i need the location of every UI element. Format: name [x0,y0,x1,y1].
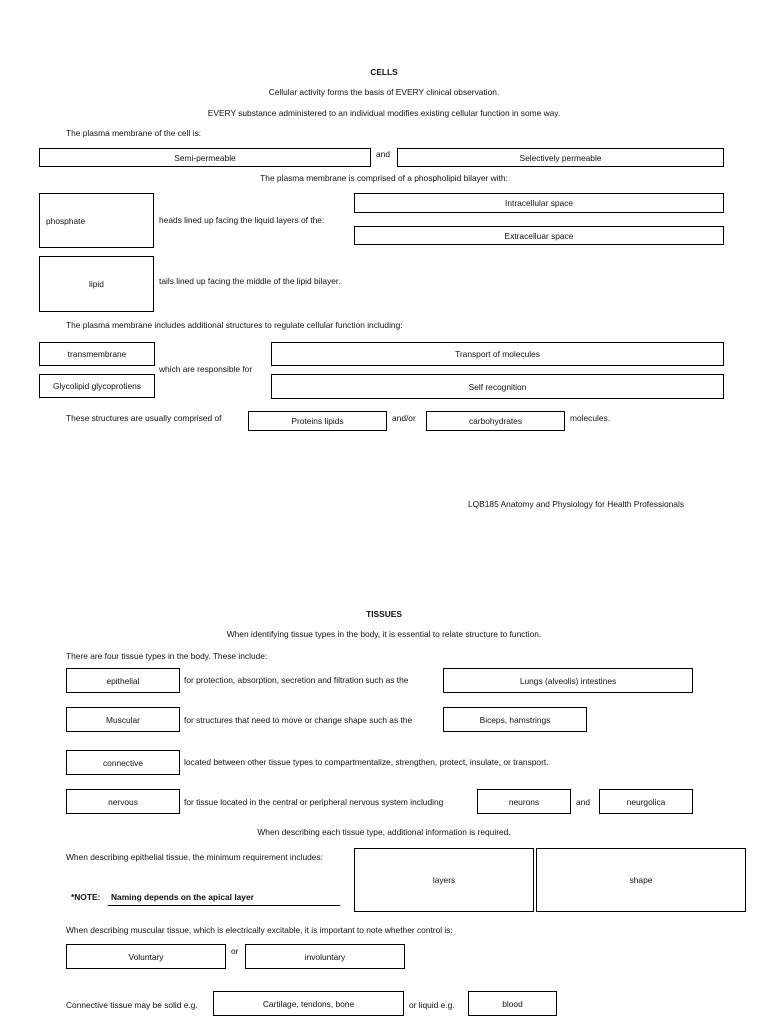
tails-text: tails lined up facing the middle of the … [159,276,341,286]
head-group-field[interactable]: phosphate [39,193,154,248]
epithelial-requirement-1-field[interactable]: layers [354,848,534,912]
tissue-4-text: for tissue located in the central or per… [184,797,444,807]
tissue-type-3-field[interactable]: connective [66,750,180,775]
epithelial-question: When describing epithelial tissue, the m… [66,852,323,862]
tail-group-field[interactable]: lipid [39,256,154,312]
or-label: or [231,946,239,956]
andor-label: and/or [392,413,416,423]
control-2-field[interactable]: involuntary [245,944,405,969]
membrane-question: The plasma membrane of the cell is: [66,128,201,138]
structure-2-field[interactable]: Glycolipid glycoprotiens [39,374,155,398]
liquid-question: or liquid e.g. [409,1000,455,1010]
tissue-2-example-field[interactable]: Biceps, hamstrings [443,707,587,732]
function-2-field[interactable]: Self recognition [271,374,724,399]
comprised-question: These structures are usually comprised o… [66,413,222,423]
muscular-question: When describing muscular tissue, which i… [66,925,453,935]
bilayer-question: The plasma membrane is comprised of a ph… [260,173,508,183]
tissue-4-and-label: and [576,797,590,807]
heads-text: heads lined up facing the liquid layers … [159,215,325,225]
note-label: *NOTE: [71,892,101,902]
tissues-intro: When identifying tissue types in the bod… [226,629,542,639]
note-text: Naming depends on the apical layer [111,892,254,902]
four-types-question: There are four tissue types in the body.… [66,651,268,661]
extracellular-space-field[interactable]: Extracelluar space [354,226,724,245]
liquid-example-field[interactable]: blood [468,991,557,1016]
tissue-1-example-field[interactable]: Lungs (alveolis) intestines [443,668,693,693]
tissue-4-example-1-field[interactable]: neurons [477,789,571,814]
epithelial-requirement-2-field[interactable]: shape [536,848,746,912]
responsible-text: which are responsible for [159,364,253,374]
molecules-label: molecules. [570,413,611,423]
membrane-property-2-field[interactable]: Selectively permeable [397,148,724,167]
describe-text: When describing each tissue type, additi… [257,827,511,837]
tissue-3-text: located between other tissue types to co… [184,757,549,767]
intracellular-space-field[interactable]: Intracellular space [354,193,724,213]
tissue-type-2-field[interactable]: Muscular [66,707,180,732]
cells-intro-2: EVERY substance administered to an indiv… [207,108,561,118]
cells-title: CELLS [370,67,398,77]
control-1-field[interactable]: Voluntary [66,944,226,969]
tissue-type-4-field[interactable]: nervous [66,789,180,814]
cells-intro-1: Cellular activity forms the basis of EVE… [268,87,500,97]
note-underline [108,905,340,906]
structure-1-field[interactable]: transmembrane [39,342,155,366]
structures-question: The plasma membrane includes additional … [66,320,403,330]
molecule-1-field[interactable]: Proteins lipids [248,411,387,431]
solid-example-field[interactable]: Cartilage, tendons, bone [213,991,404,1016]
page-footer: LQB185 Anatomy and Physiology for Health… [468,499,685,509]
and-label: and [376,149,390,159]
tissue-1-text: for protection, absorption, secretion an… [184,675,409,685]
tissue-4-example-2-field[interactable]: neurgolica [599,789,693,814]
tissue-type-1-field[interactable]: epithelial [66,668,180,693]
membrane-property-1-field[interactable]: Semi-permeable [39,148,371,167]
molecule-2-field[interactable]: carbohydrates [426,411,565,431]
tissues-title: TISSUES [366,609,402,619]
function-1-field[interactable]: Transport of molecules [271,342,724,366]
connective-question: Connective tissue may be solid e.g. [66,1000,198,1010]
tissue-2-text: for structures that need to move or chan… [184,715,413,725]
